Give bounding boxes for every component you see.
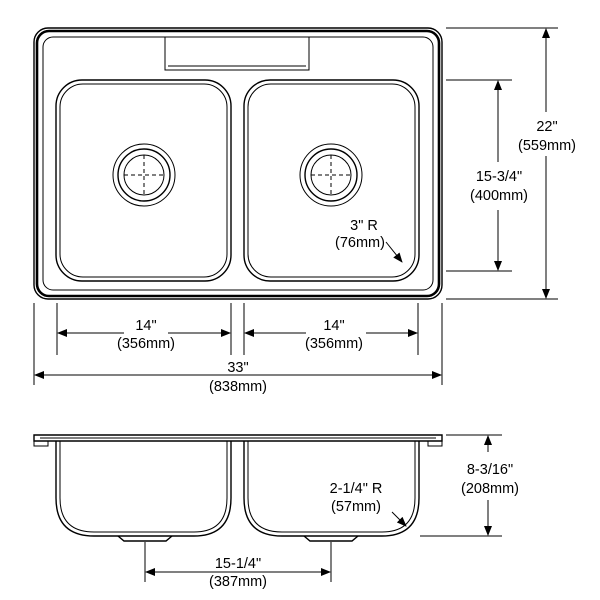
side-right-bowl bbox=[243, 441, 420, 537]
overall-width-mm: (838mm) bbox=[209, 379, 267, 395]
sink-rim-outer bbox=[33, 27, 443, 300]
corner-radius-mm: (76mm) bbox=[335, 235, 385, 251]
right-bowl bbox=[243, 79, 420, 282]
left-drain bbox=[112, 143, 176, 207]
side-rim-lip-right bbox=[427, 441, 443, 447]
side-right-drain bbox=[303, 535, 359, 542]
drain-spacing-inches: 15-1/4" bbox=[215, 556, 261, 572]
left-bowl-width-inches: 14" bbox=[135, 318, 156, 334]
sink-rim-edge bbox=[35, 29, 441, 298]
side-view: 2-1/4" R (57mm) 8-3/16" (208mm) 15-1/4" … bbox=[33, 434, 519, 590]
left-bowl-width-mm: (356mm) bbox=[117, 336, 175, 352]
side-left-drain bbox=[117, 535, 173, 542]
sink-rim-inner bbox=[42, 36, 434, 291]
drain-spacing-mm: (387mm) bbox=[209, 574, 267, 590]
bowl-height-mm: (208mm) bbox=[461, 481, 519, 497]
side-right-bowl-inner bbox=[247, 441, 416, 533]
bowl-depth-inches: 15-3/4" bbox=[476, 169, 522, 185]
corner-radius-inches: 3" R bbox=[350, 218, 378, 234]
side-left-bowl-inner bbox=[59, 441, 228, 533]
side-rim-lip-left bbox=[33, 441, 49, 447]
bowl-height-inches: 8-3/16" bbox=[467, 462, 513, 478]
left-bowl bbox=[55, 79, 232, 282]
right-drain bbox=[299, 143, 363, 207]
overall-width-inches: 33" bbox=[227, 360, 248, 376]
right-bowl-width-mm: (356mm) bbox=[305, 336, 363, 352]
right-bowl-inner bbox=[247, 83, 416, 278]
left-bowl-inner bbox=[59, 83, 228, 278]
overall-depth-mm: (559mm) bbox=[518, 138, 576, 154]
overall-depth-inches: 22" bbox=[536, 119, 557, 135]
bottom-radius-leader bbox=[391, 511, 407, 527]
bowl-depth-mm: (400mm) bbox=[470, 188, 528, 204]
corner-radius-leader bbox=[385, 241, 403, 263]
faucet-deck bbox=[164, 37, 310, 71]
top-view: 3" R (76mm) 14" (356mm) 14" (356mm) 33" … bbox=[33, 27, 576, 395]
right-bowl-width-inches: 14" bbox=[323, 318, 344, 334]
bottom-radius-inches: 2-1/4" R bbox=[330, 481, 383, 497]
bottom-radius-mm: (57mm) bbox=[331, 499, 381, 515]
side-left-bowl bbox=[55, 441, 232, 537]
